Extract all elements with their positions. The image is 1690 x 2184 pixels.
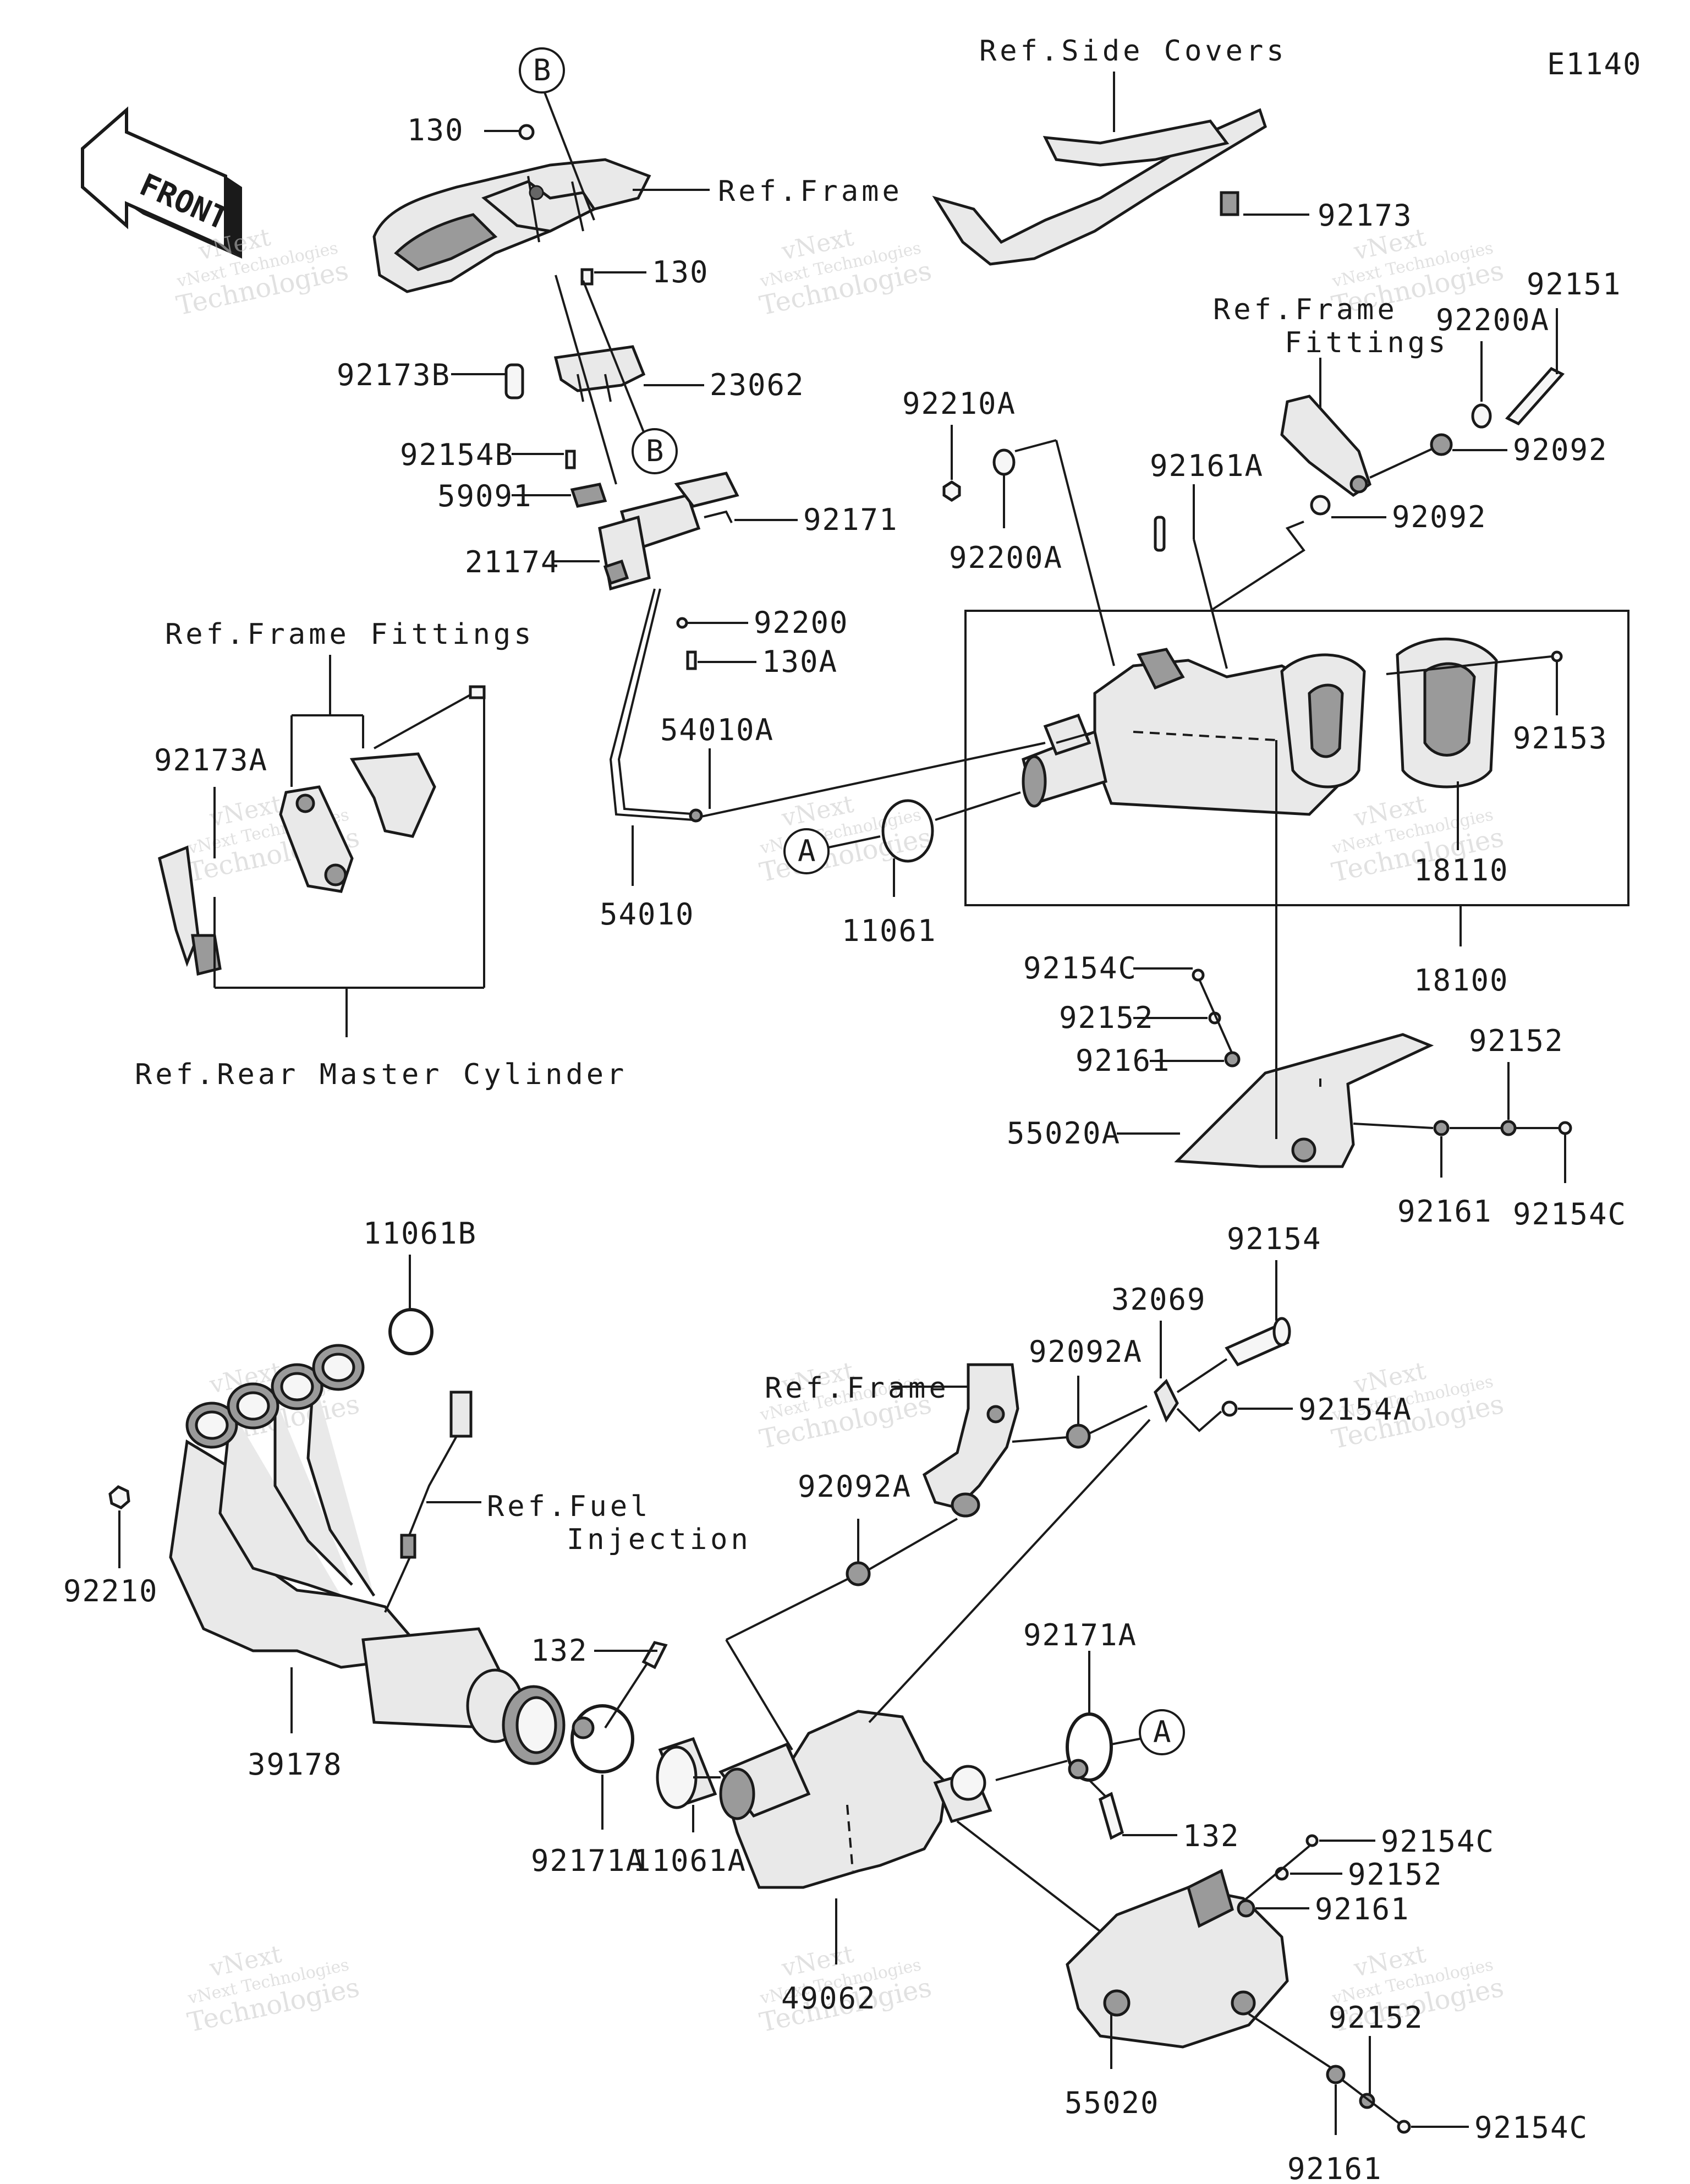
ref-frame-fittings-left: Ref.Frame Fittings (165, 618, 535, 651)
muffler-assembly-box (964, 610, 1629, 906)
part-label-92161: 92161 (1315, 1892, 1410, 1926)
pre-chamber-49062 (718, 1710, 992, 1889)
muffler-body (1022, 648, 1344, 816)
callout-a-label: A (798, 834, 817, 868)
part-label-59091: 59091 (437, 479, 533, 513)
diagram-code: E1140 (1547, 47, 1642, 81)
part-label-92152: 92152 (1469, 1023, 1564, 1058)
ref-rear-master-cylinder: Ref.Rear Master Cylinder (135, 1058, 627, 1091)
part-label-92092: 92092 (1392, 500, 1487, 534)
ref-side-covers: Ref.Side Covers (979, 35, 1287, 68)
part-label-130A: 130A (762, 644, 838, 679)
heat-shield-55020A (1174, 1033, 1434, 1168)
ref-fuel-injection-2: Injection (567, 1523, 751, 1556)
o2-sensor (384, 1391, 473, 1613)
part-label-55020: 55020 (1065, 2086, 1160, 2120)
gasket-11061B (388, 1308, 434, 1355)
part-label-92161A: 92161A (1150, 448, 1264, 483)
part-label-55020A: 55020A (1007, 1116, 1121, 1151)
part-label-92092: 92092 (1513, 433, 1608, 467)
part-label-92154B: 92154B (400, 437, 514, 472)
part-label-39178: 39178 (248, 1747, 343, 1782)
part-label-92154C: 92154C (1513, 1197, 1627, 1231)
part-label-92154C: 92154C (1381, 1824, 1495, 1859)
part-label-92210: 92210 (63, 1574, 158, 1608)
part-label-92200: 92200 (754, 605, 849, 640)
part-label-18110: 18110 (1414, 853, 1509, 888)
front-arrow-icon: FRONT (81, 106, 242, 259)
part-label-130: 130 (652, 255, 709, 289)
callout-b-mid (632, 428, 678, 474)
ref-fuel-injection-1: Ref.Fuel (487, 1490, 651, 1523)
part-label-32069: 32069 (1111, 1282, 1206, 1317)
callout-a-label: A (1153, 1715, 1172, 1749)
part-label-92161: 92161 (1287, 2152, 1382, 2184)
part-label-132: 132 (1183, 1819, 1240, 1853)
part-label-49062: 49062 (781, 1981, 876, 2016)
part-label-92154: 92154 (1227, 1222, 1322, 1256)
part-label-92154C: 92154C (1023, 951, 1137, 986)
part-label-92154C: 92154C (1474, 2110, 1588, 2145)
callout-a-bottom (1139, 1709, 1185, 1755)
part-label-92152: 92152 (1059, 1000, 1154, 1035)
part-label-92173B: 92173B (337, 358, 451, 392)
master-cylinder-bracket (158, 752, 436, 976)
part-label-92092A: 92092A (798, 1469, 912, 1504)
part-label-11061B: 11061B (363, 1216, 477, 1251)
ref-frame-fittings-right-1: Ref.Frame (1213, 293, 1398, 326)
part-label-92210A: 92210A (902, 386, 1016, 421)
part-label-92171A: 92171A (531, 1843, 645, 1878)
part-label-92161: 92161 (1397, 1194, 1493, 1229)
part-label-18100: 18100 (1414, 963, 1509, 998)
callout-a-top (783, 828, 830, 874)
ref-frame-label: Ref.Frame (718, 175, 903, 208)
clamp-92171A-left (570, 1704, 634, 1774)
ref-frame-lower: Ref.Frame (765, 1372, 950, 1405)
part-label-92173: 92173 (1318, 198, 1413, 233)
part-label-92200A: 92200A (1436, 303, 1550, 337)
part-label-92161: 92161 (1076, 1043, 1171, 1078)
muffler-end-cap-inner (1280, 653, 1366, 789)
subframe-assembly (372, 158, 651, 293)
part-label-92171: 92171 (803, 502, 898, 537)
part-label-132: 132 (531, 1633, 588, 1668)
part-label-54010A: 54010A (660, 713, 774, 747)
ref-frame-fittings-right-2: Fittings (1285, 326, 1448, 359)
lower-hanger-bracket (922, 1363, 1019, 1518)
callout-b-label: B (646, 434, 665, 468)
part-label-11061: 11061 (842, 913, 937, 948)
part-label-92200A: 92200A (949, 540, 1063, 575)
part-label-11061A: 11061A (633, 1843, 747, 1878)
part-label-92154A: 92154A (1298, 1392, 1412, 1427)
part-label-92152: 92152 (1329, 2000, 1424, 2035)
callout-b-top (519, 47, 565, 94)
part-label-54010: 54010 (600, 897, 695, 932)
muffler-end-cap-outer-18110 (1396, 637, 1498, 789)
part-label-92151: 92151 (1527, 267, 1622, 302)
gasket-11061 (881, 799, 934, 863)
heat-shield-55020 (1066, 1869, 1289, 2049)
part-label-92092A: 92092A (1029, 1334, 1143, 1369)
part-label-92153: 92153 (1513, 721, 1608, 756)
part-label-21174: 21174 (465, 545, 560, 579)
side-cover-bracket (932, 108, 1268, 266)
part-label-92173A: 92173A (154, 743, 268, 778)
part-label-92171A: 92171A (1023, 1618, 1137, 1652)
part-label-130: 130 (407, 113, 464, 147)
exhaust-header-39178 (169, 1344, 566, 1765)
muffler-hanger (1280, 395, 1371, 497)
part-label-23062: 23062 (710, 368, 805, 402)
part-label-92152: 92152 (1348, 1857, 1443, 1892)
callout-b-label: B (533, 53, 552, 87)
